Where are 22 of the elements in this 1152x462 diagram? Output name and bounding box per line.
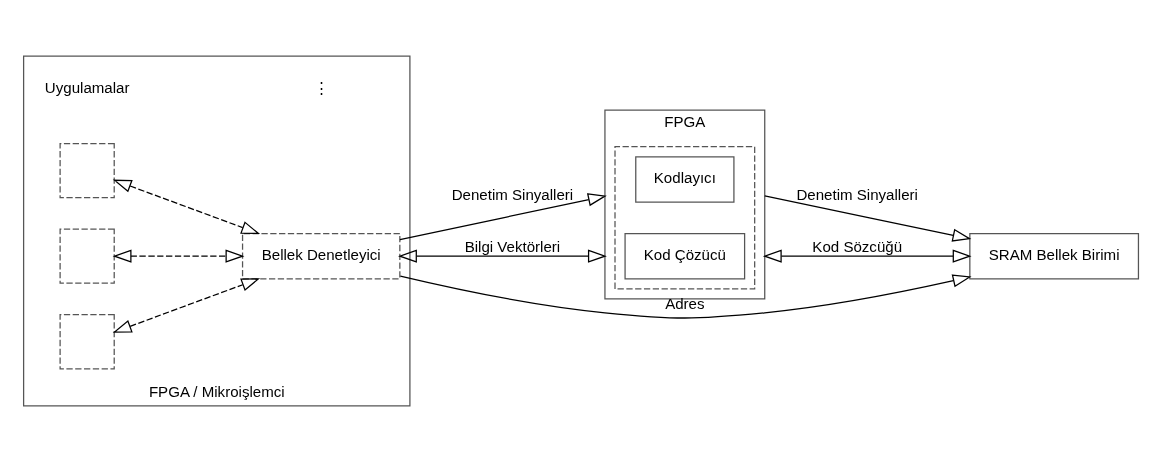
edge-label: Denetim Sinyalleri xyxy=(451,186,574,204)
cluster xyxy=(614,146,756,290)
label: ⋮ xyxy=(313,78,329,96)
arrow xyxy=(399,193,607,241)
node-box xyxy=(59,142,115,199)
node-box: Bellek Denetleyici xyxy=(241,232,401,280)
label: Uygulamalar xyxy=(44,78,130,96)
node-box: Kodlayıcı xyxy=(635,156,735,203)
edge-label: Bilgi Vektörleri xyxy=(464,237,561,255)
arrow xyxy=(399,274,972,319)
arrow xyxy=(762,249,972,263)
edge-label: Kod Sözcüğü xyxy=(812,237,903,255)
arrow xyxy=(112,249,245,263)
node-box: SRAM Bellek Birimi xyxy=(969,232,1140,280)
node-box xyxy=(59,314,115,370)
arrow xyxy=(112,278,261,333)
node-box xyxy=(59,228,115,284)
arrow xyxy=(112,179,261,235)
arrow xyxy=(398,249,607,263)
node-box: Kod Çözücü xyxy=(624,232,746,280)
arrow xyxy=(764,195,972,242)
edge-label: Denetim Sinyalleri xyxy=(796,186,918,204)
